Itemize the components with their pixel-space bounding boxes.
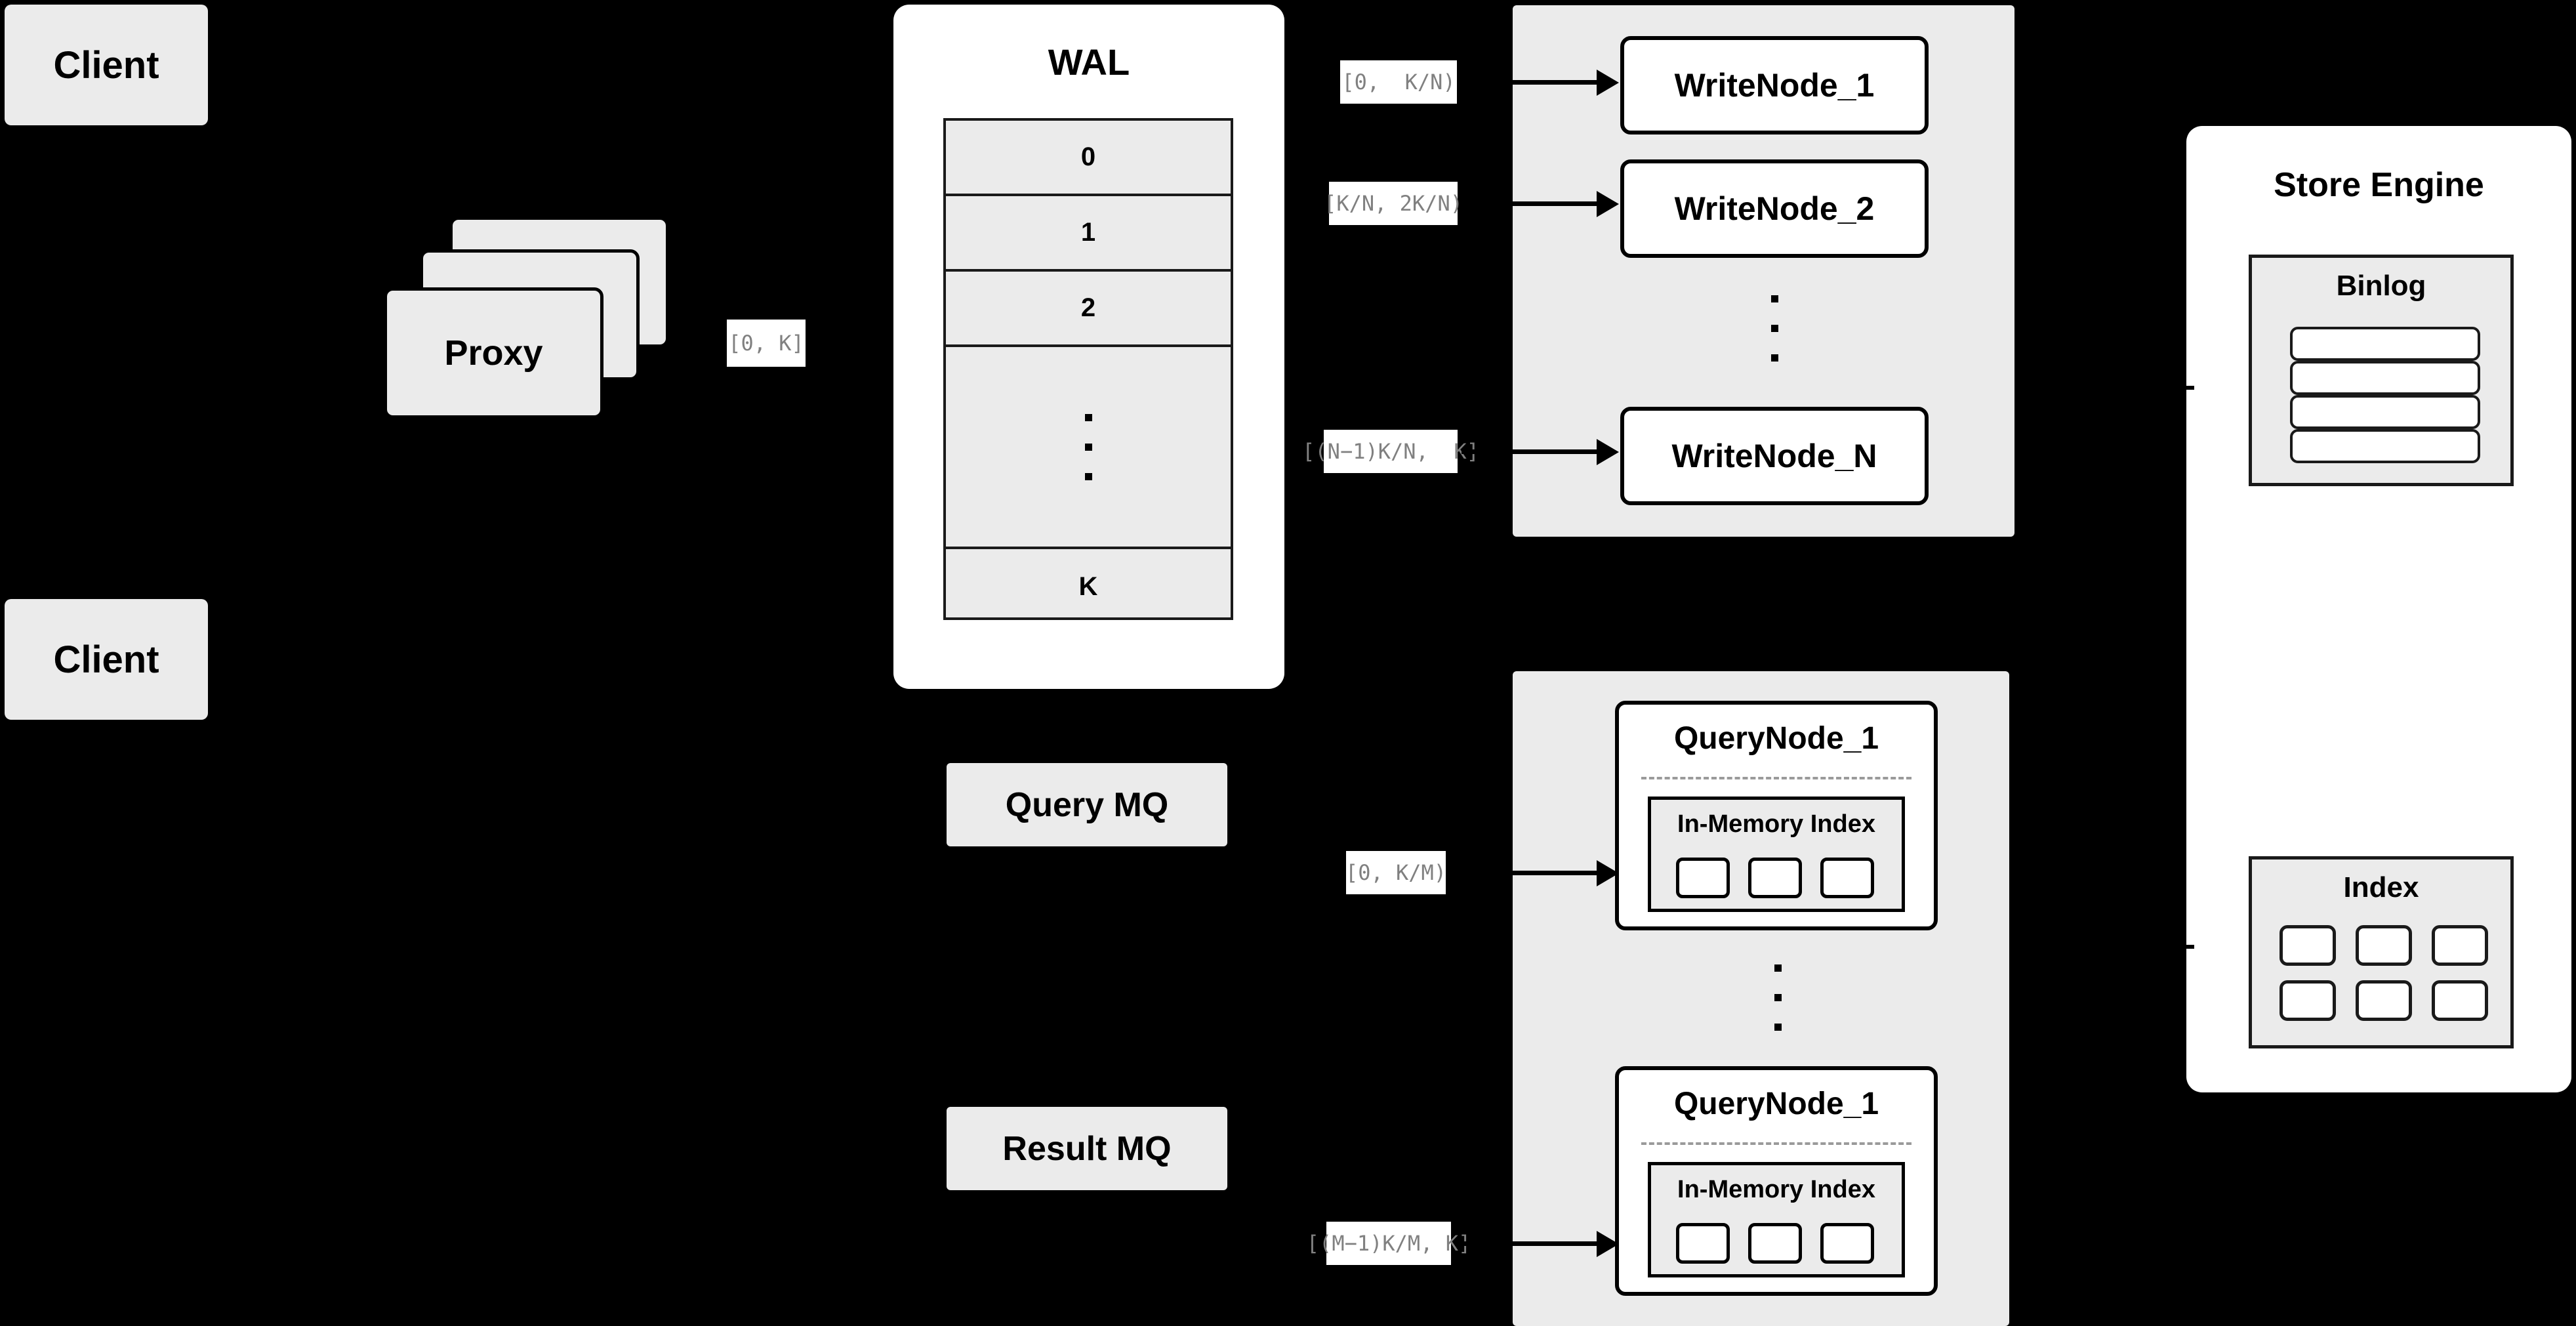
ellipsis-dot xyxy=(1774,993,1782,1001)
query-cluster-ellipsis xyxy=(1761,945,1794,1050)
arrow-line-binlog xyxy=(2154,386,2194,390)
arrow-line-querynode-1 xyxy=(1450,871,1599,875)
client-box-1[interactable]: Client xyxy=(5,5,208,125)
wal-table: 0 1 2 K xyxy=(943,118,1233,620)
write-node-n[interactable]: WriteNode_N xyxy=(1620,407,1929,505)
label-wal-to-writenode-1: [0, K/N) xyxy=(1340,60,1457,104)
index-title: Index xyxy=(2343,871,2419,903)
index-chip xyxy=(1820,1223,1874,1264)
index-chip xyxy=(2280,980,2336,1021)
query-node-1-separator xyxy=(1641,777,1912,779)
wal-row: K xyxy=(1078,572,1098,601)
index-chip xyxy=(2432,925,2488,966)
arrow-line-writenode-2 xyxy=(1462,201,1599,206)
binlog-box: Binlog xyxy=(2249,255,2514,486)
arrow-head-writenode-n xyxy=(1597,439,1619,465)
index-chip xyxy=(1820,858,1874,898)
arrow-line-index xyxy=(2154,945,2194,949)
in-memory-index-1-title: In-Memory Index xyxy=(1677,810,1875,838)
ellipsis-dot xyxy=(1770,354,1778,362)
wal-row: 2 xyxy=(946,272,1231,347)
ellipsis-dot xyxy=(1774,1023,1782,1031)
index-chip xyxy=(2432,980,2488,1021)
write-node-2[interactable]: WriteNode_2 xyxy=(1620,159,1929,258)
ellipsis-dot xyxy=(1084,413,1092,421)
binlog-row xyxy=(2290,429,2480,463)
label-wal-to-writenode-2: [K/N, 2K/N) xyxy=(1324,182,1463,225)
arrow-line-writenode-1 xyxy=(1462,80,1599,85)
index-chip xyxy=(1676,858,1730,898)
label-mq-to-querynode-m: [(M−1)K/M, K] xyxy=(1307,1222,1471,1265)
binlog-row xyxy=(2290,327,2480,361)
in-memory-index-m-title: In-Memory Index xyxy=(1677,1176,1875,1203)
query-node-1-title: QueryNode_1 xyxy=(1673,721,1879,756)
write-cluster-ellipsis xyxy=(1758,276,1791,381)
write-node-1[interactable]: WriteNode_1 xyxy=(1620,36,1929,135)
index-chip xyxy=(1748,1223,1802,1264)
query-node-1[interactable]: QueryNode_1 In-Memory Index xyxy=(1615,701,1938,930)
client-box-2[interactable]: Client xyxy=(5,599,208,720)
client-label-2: Client xyxy=(53,638,159,681)
arrow-head-writenode-1 xyxy=(1597,70,1619,96)
index-box: Index xyxy=(2249,856,2514,1048)
label-wal-to-writenode-n: [(N−1)K/N, K] xyxy=(1302,430,1479,473)
query-node-m-title: QueryNode_1 xyxy=(1673,1087,1879,1121)
arrow-head-writenode-2 xyxy=(1597,191,1619,217)
wal-title: WAL xyxy=(1048,41,1130,83)
store-engine-title: Store Engine xyxy=(2274,166,2484,204)
proxy-label: Proxy xyxy=(444,333,543,373)
arrow-line-querynode-m xyxy=(1455,1241,1599,1246)
wal-row: 1 xyxy=(946,196,1231,272)
client-label-1: Client xyxy=(53,43,159,87)
index-chip xyxy=(2356,925,2412,966)
in-memory-index-1: In-Memory Index xyxy=(1648,797,1905,912)
ellipsis-dot xyxy=(1084,472,1092,480)
in-memory-index-m: In-Memory Index xyxy=(1648,1162,1905,1277)
wal-row-ellipsis xyxy=(946,347,1231,549)
ellipsis-dot xyxy=(1770,295,1778,302)
query-node-m[interactable]: QueryNode_1 In-Memory Index xyxy=(1615,1066,1938,1296)
binlog-row xyxy=(2290,395,2480,429)
query-node-m-separator xyxy=(1641,1142,1912,1145)
index-chip xyxy=(1676,1223,1730,1264)
proxy-box[interactable]: Proxy xyxy=(384,287,603,419)
result-mq-box[interactable]: Result MQ xyxy=(947,1107,1227,1190)
ellipsis-dot xyxy=(1770,324,1778,332)
arrow-line-writenode-n xyxy=(1462,449,1599,454)
query-mq-box[interactable]: Query MQ xyxy=(947,763,1227,846)
ellipsis-dot xyxy=(1084,443,1092,451)
binlog-title: Binlog xyxy=(2336,270,2426,302)
ellipsis-dot xyxy=(1774,964,1782,972)
wal-row: 0 xyxy=(946,121,1231,196)
label-proxy-to-wal: [0, K] xyxy=(727,320,806,367)
binlog-row xyxy=(2290,361,2480,395)
index-chip xyxy=(2356,980,2412,1021)
label-mq-to-querynode-1: [0, K/M) xyxy=(1345,851,1446,894)
index-chip xyxy=(2280,925,2336,966)
index-chip xyxy=(1748,858,1802,898)
